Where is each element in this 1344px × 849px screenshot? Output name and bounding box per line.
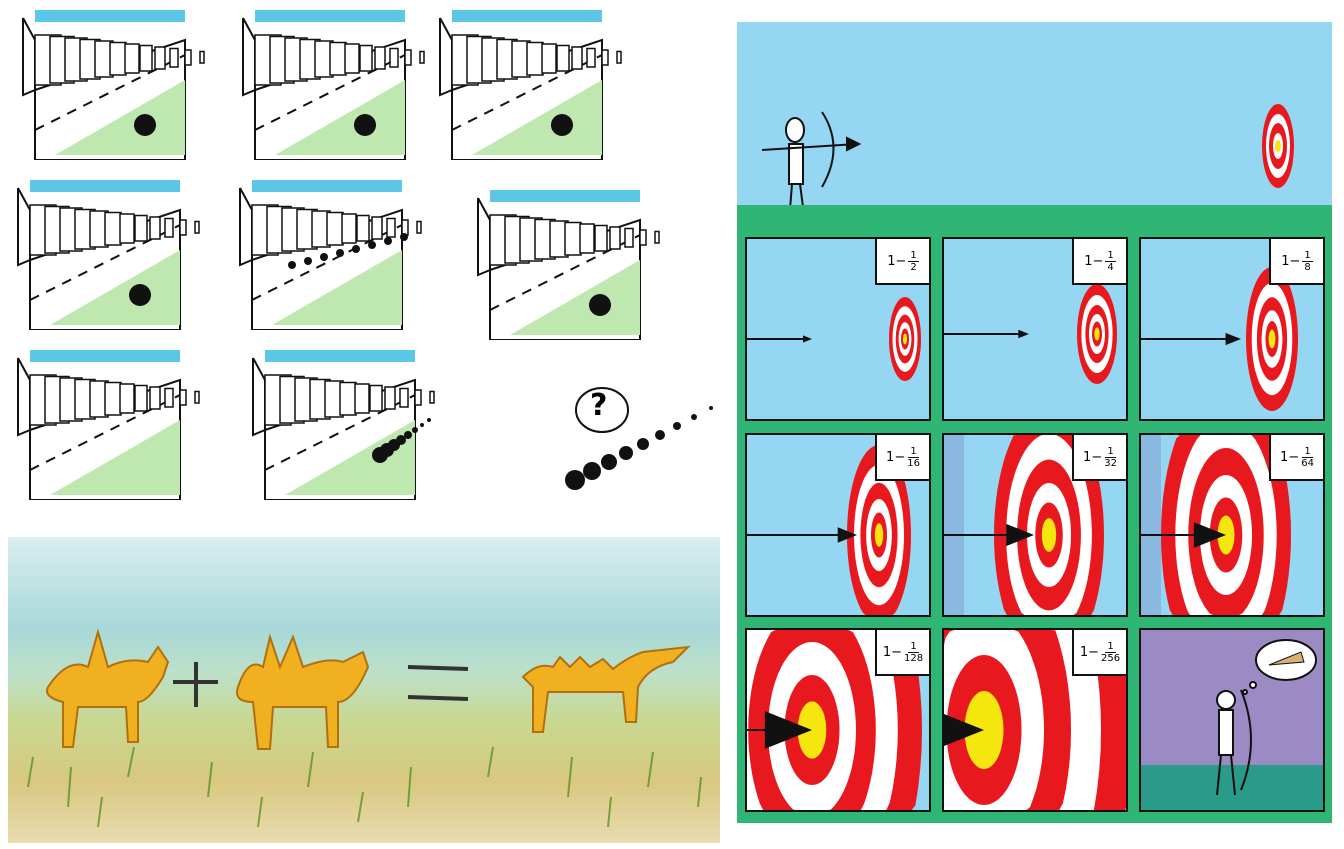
target-ring (1094, 327, 1100, 341)
target-icon (1262, 104, 1294, 188)
question-mark: ? (590, 388, 608, 423)
target-icon (944, 630, 1126, 810)
target-ring (874, 523, 884, 547)
camel-addition-illustration: + = (8, 537, 720, 843)
thinking-archer-cell (1139, 628, 1325, 812)
arrow-icon (944, 714, 984, 746)
hotel-panel (470, 190, 670, 341)
arrow-icon (803, 335, 812, 343)
archer-figure (761, 111, 862, 223)
target-icon (1141, 435, 1291, 615)
arrow-icon (837, 527, 857, 543)
hotel-panel (232, 180, 432, 331)
arrow-icon (1225, 332, 1241, 346)
target-icon (1141, 267, 1298, 411)
hotel-panel (235, 10, 435, 161)
target-ring (1041, 518, 1057, 552)
hotel-panel (15, 10, 215, 161)
target-icon (747, 630, 922, 810)
camel-drawing: + = (27, 628, 702, 828)
target-icon (747, 445, 911, 615)
arrow-icon (1006, 523, 1034, 547)
target-icon (944, 284, 1117, 384)
archer-scene (761, 104, 1294, 223)
target-ring (902, 333, 908, 345)
arrow-icon (1193, 522, 1226, 548)
hotel-panel (10, 180, 210, 331)
target-ring (1268, 329, 1276, 349)
hotel-final-panel: ? (540, 380, 725, 510)
arrow-icon (764, 711, 812, 749)
arrow-icon (1018, 329, 1029, 339)
hotel-panel (245, 350, 445, 501)
hotel-panel (10, 350, 210, 501)
math-operators (173, 662, 469, 707)
hotel-panel (432, 10, 632, 161)
equals-sign: = (438, 686, 439, 688)
sky-panel (737, 22, 1332, 223)
target-icon (747, 297, 921, 381)
